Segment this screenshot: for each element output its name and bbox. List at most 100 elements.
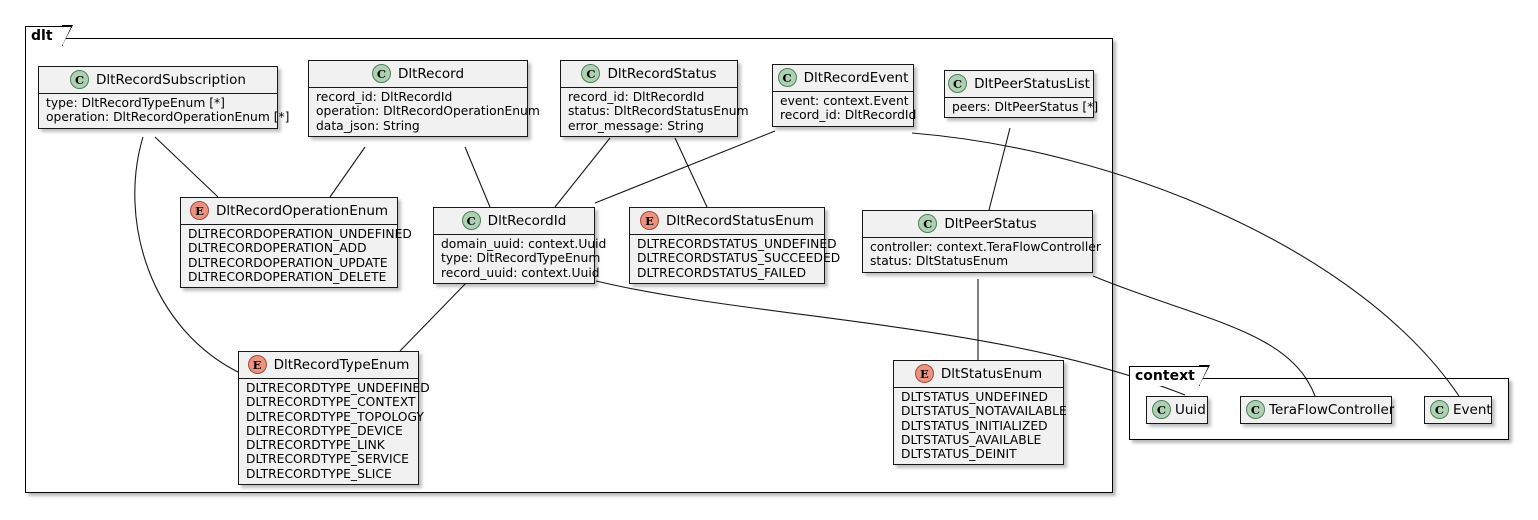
enum-stereotype-icon: E bbox=[189, 201, 209, 220]
class-attributes: type: DltRecordTypeEnum [*] operation: D… bbox=[39, 93, 290, 128]
class-dlt-record-id[interactable]: C DltRecordId domain_uuid: context.Uuid … bbox=[433, 207, 607, 284]
attribute: status: DltRecordStatusEnum bbox=[568, 104, 749, 119]
class-stereotype-icon: C bbox=[1430, 400, 1449, 419]
attribute: domain_uuid: context.Uuid bbox=[441, 237, 607, 251]
class-attributes: record_id: DltRecordId operation: DltRec… bbox=[309, 87, 540, 136]
class-title: DltRecordStatus bbox=[607, 65, 717, 82]
attribute: controller: context.TeraFlowController bbox=[870, 240, 1101, 254]
class-title: DltPeerStatus bbox=[944, 215, 1037, 232]
class-header: C DltRecord bbox=[309, 61, 527, 87]
attribute: record_id: DltRecordId bbox=[316, 90, 453, 104]
enum-stereotype-icon: E bbox=[914, 364, 934, 383]
enum-values: DLTRECORDOPERATION_UNDEFINED DLTRECORDOP… bbox=[181, 224, 412, 288]
enum-header: E DltRecordTypeEnum bbox=[239, 352, 418, 378]
enum-title: DltRecordStatusEnum bbox=[666, 212, 814, 229]
package-context-label-tab: context bbox=[1129, 365, 1210, 387]
attribute: status: DltStatusEnum bbox=[870, 254, 1009, 269]
enum-dlt-record-type-enum[interactable]: E DltRecordTypeEnum DLTRECORDTYPE_UNDEFI… bbox=[238, 351, 430, 486]
class-context-event[interactable]: C Event bbox=[1424, 396, 1492, 424]
attribute: operation: DltRecordOperationEnum [*] bbox=[46, 110, 290, 125]
class-dlt-record[interactable]: C DltRecord record_id: DltRecordId opera… bbox=[308, 60, 540, 137]
class-context-uuid[interactable]: C Uuid bbox=[1146, 396, 1208, 424]
class-attributes: peers: DltPeerStatus [*] bbox=[945, 97, 1099, 118]
class-stereotype-icon: C bbox=[1152, 400, 1171, 419]
attribute: record_id: DltRecordId bbox=[568, 90, 705, 104]
enum-values: DLTRECORDTYPE_UNDEFINED DLTRECORDTYPE_CO… bbox=[239, 378, 430, 485]
enum-stereotype-icon: E bbox=[640, 211, 660, 230]
class-header: C DltPeerStatusList bbox=[945, 71, 1093, 97]
enum-value: DLTRECORDTYPE_LINK bbox=[246, 438, 385, 453]
attribute: type: DltRecordTypeEnum bbox=[441, 251, 601, 266]
class-title: DltRecordId bbox=[487, 212, 567, 229]
enum-header: E DltRecordStatusEnum bbox=[630, 208, 824, 234]
enum-value: DLTSTATUS_NOTAVAILABLE bbox=[901, 404, 1067, 419]
class-context-teraflowcontroller[interactable]: C TeraFlowController bbox=[1240, 396, 1395, 424]
class-dlt-peer-status-list[interactable]: C DltPeerStatusList peers: DltPeerStatus… bbox=[944, 70, 1099, 119]
enum-value: DLTRECORDOPERATION_ADD bbox=[188, 241, 367, 256]
enum-title: DltRecordTypeEnum bbox=[273, 356, 410, 373]
class-header: C DltPeerStatus bbox=[863, 211, 1092, 237]
class-header: C DltRecordEvent bbox=[773, 65, 913, 91]
class-dlt-record-event[interactable]: C DltRecordEvent event: context.Event re… bbox=[772, 64, 917, 127]
attribute: peers: DltPeerStatus [*] bbox=[952, 100, 1099, 114]
package-context bbox=[1129, 378, 1509, 440]
attribute: event: context.Event bbox=[780, 94, 909, 108]
class-title: Event bbox=[1453, 401, 1492, 418]
class-stereotype-icon: C bbox=[948, 74, 968, 93]
class-attributes: event: context.Event record_id: DltRecor… bbox=[773, 91, 917, 126]
enum-value: DLTRECORDSTATUS_SUCCEEDED bbox=[637, 251, 841, 266]
enum-dlt-record-operation-enum[interactable]: E DltRecordOperationEnum DLTRECORDOPERAT… bbox=[180, 197, 412, 289]
attribute: record_uuid: context.Uuid bbox=[441, 265, 600, 280]
enum-value: DLTRECORDOPERATION_UNDEFINED bbox=[188, 227, 412, 241]
enum-value: DLTRECORDTYPE_TOPOLOGY bbox=[246, 409, 424, 424]
class-title: DltRecord bbox=[397, 65, 465, 82]
enum-value: DLTRECORDOPERATION_DELETE bbox=[188, 269, 387, 284]
class-header: C TeraFlowController bbox=[1241, 397, 1395, 423]
enum-value: DLTSTATUS_DEINIT bbox=[901, 447, 1017, 462]
class-stereotype-icon: C bbox=[1246, 400, 1265, 419]
package-context-label: context bbox=[1135, 368, 1195, 384]
enum-header: E DltStatusEnum bbox=[894, 361, 1063, 387]
class-header: C Uuid bbox=[1147, 397, 1207, 423]
enum-value: DLTSTATUS_INITIALIZED bbox=[901, 418, 1048, 433]
class-header: C Event bbox=[1425, 397, 1492, 423]
class-stereotype-icon: C bbox=[777, 68, 797, 87]
enum-header: E DltRecordOperationEnum bbox=[181, 198, 397, 224]
class-dlt-peer-status[interactable]: C DltPeerStatus controller: context.Tera… bbox=[862, 210, 1101, 273]
class-attributes: controller: context.TeraFlowController s… bbox=[863, 237, 1101, 272]
enum-value: DLTRECORDTYPE_DEVICE bbox=[246, 423, 403, 438]
class-stereotype-icon: C bbox=[70, 70, 90, 89]
class-attributes: domain_uuid: context.Uuid type: DltRecor… bbox=[434, 234, 607, 283]
enum-value: DLTRECORDSTATUS_UNDEFINED bbox=[637, 237, 837, 251]
class-attributes: record_id: DltRecordId status: DltRecord… bbox=[561, 87, 749, 136]
enum-dlt-record-status-enum[interactable]: E DltRecordStatusEnum DLTRECORDSTATUS_UN… bbox=[629, 207, 841, 284]
enum-dlt-status-enum[interactable]: E DltStatusEnum DLTSTATUS_UNDEFINED DLTS… bbox=[893, 360, 1067, 466]
enum-value: DLTRECORDTYPE_CONTEXT bbox=[246, 395, 416, 410]
class-stereotype-icon: C bbox=[918, 214, 938, 233]
enum-value: DLTRECORDTYPE_SERVICE bbox=[246, 452, 409, 467]
class-dlt-record-subscription[interactable]: C DltRecordSubscription type: DltRecordT… bbox=[38, 66, 290, 129]
class-stereotype-icon: C bbox=[371, 64, 391, 83]
enum-stereotype-icon: E bbox=[247, 355, 267, 374]
enum-value: DLTSTATUS_AVAILABLE bbox=[901, 432, 1042, 447]
class-title: DltRecordSubscription bbox=[96, 71, 246, 88]
class-header: C DltRecordId bbox=[434, 208, 594, 234]
package-dlt bbox=[25, 38, 1113, 493]
package-dlt-label-tab: dlt bbox=[25, 25, 73, 47]
enum-title: DltStatusEnum bbox=[940, 365, 1043, 382]
class-title: TeraFlowController bbox=[1269, 401, 1395, 418]
class-dlt-record-status[interactable]: C DltRecordStatus record_id: DltRecordId… bbox=[560, 60, 749, 137]
class-header: C DltRecordSubscription bbox=[39, 67, 277, 93]
enum-value: DLTSTATUS_UNDEFINED bbox=[901, 390, 1048, 404]
attribute: operation: DltRecordOperationEnum bbox=[316, 104, 540, 119]
enum-values: DLTRECORDSTATUS_UNDEFINED DLTRECORDSTATU… bbox=[630, 234, 841, 283]
attribute: record_id: DltRecordId bbox=[780, 108, 917, 123]
enum-title: DltRecordOperationEnum bbox=[215, 202, 389, 219]
class-header: C DltRecordStatus bbox=[561, 61, 737, 87]
enum-value: DLTRECORDTYPE_UNDEFINED bbox=[246, 381, 430, 395]
package-dlt-label: dlt bbox=[31, 28, 53, 44]
enum-value: DLTRECORDOPERATION_UPDATE bbox=[188, 255, 388, 270]
class-stereotype-icon: C bbox=[461, 211, 481, 230]
class-stereotype-icon: C bbox=[581, 64, 601, 83]
